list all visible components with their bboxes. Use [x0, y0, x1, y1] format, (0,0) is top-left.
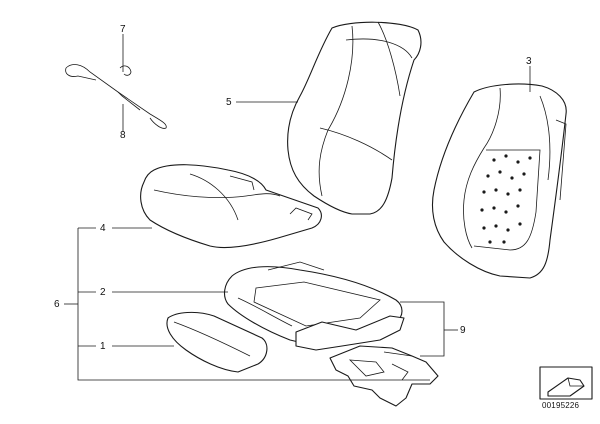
backrest-pad-holes [480, 154, 532, 244]
callout-9: 9 [460, 325, 466, 336]
leader-lines [64, 34, 531, 381]
reference-symbol-box [539, 366, 593, 400]
callout-1: 1 [100, 341, 106, 352]
document-number: 00195226 [542, 401, 580, 410]
callout-6: 6 [54, 299, 60, 310]
backrest-cover-part [287, 21, 422, 215]
callout-3: 3 [526, 56, 532, 67]
callout-4: 4 [100, 223, 106, 234]
callout-5: 5 [226, 97, 232, 108]
seat-cover-part [140, 164, 322, 249]
backrest-pad-part [431, 83, 567, 279]
callout-2: 2 [100, 287, 106, 298]
callout-8: 8 [120, 130, 126, 141]
callout-7: 7 [120, 24, 126, 35]
mounting-plate-part [295, 315, 439, 407]
cushion-pad-part [166, 311, 268, 373]
wire-clip-part [65, 64, 167, 129]
